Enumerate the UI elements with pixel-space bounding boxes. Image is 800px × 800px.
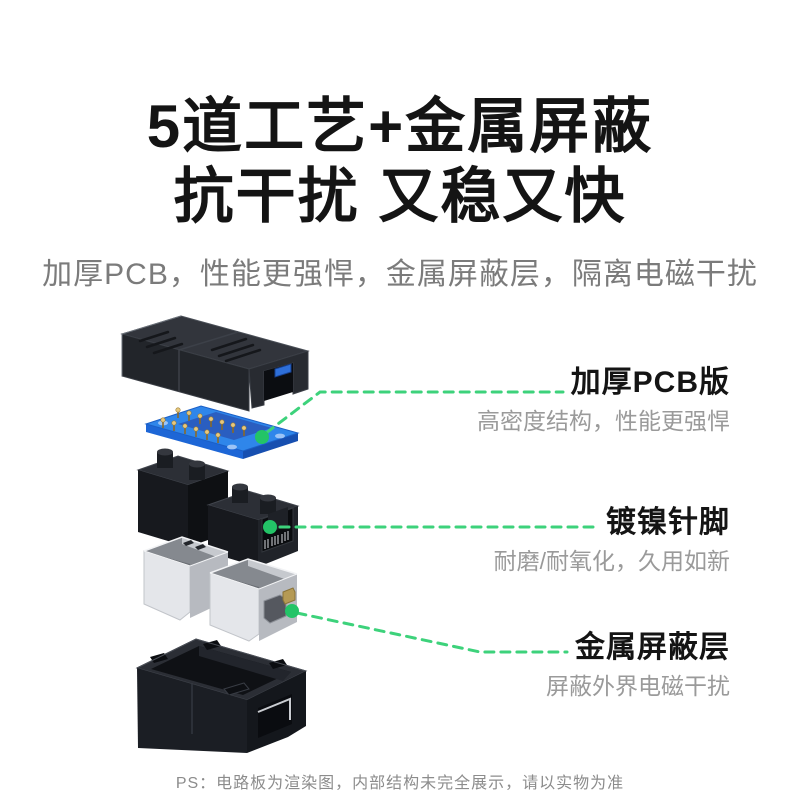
top-cover-illustration [120, 315, 310, 412]
annotation-shield-desc: 屏蔽外界电磁干扰 [546, 673, 730, 699]
annotation-shield: 金属屏蔽层 屏蔽外界电磁干扰 [546, 631, 730, 699]
shield-opening [263, 594, 287, 624]
bottom-shell-illustration [135, 638, 308, 753]
rj45-contact-pins [264, 531, 289, 549]
callout-dot-shield [285, 604, 299, 618]
callout-dot-pins [263, 520, 277, 534]
page-subtitle: 加厚PCB，性能更强悍，金属屏蔽层，隔离电磁干扰 [42, 258, 758, 291]
title-line-2: 抗干扰 又稳又快 [173, 163, 627, 230]
annotation-pcb-desc: 高密度结构，性能更强悍 [477, 408, 730, 434]
callout-lines [255, 390, 597, 654]
callout-line-shield [295, 611, 569, 654]
shell-slot [269, 659, 287, 669]
pcb-pins [160, 407, 247, 443]
pcb-board-illustration [144, 405, 300, 459]
footer-note: PS：电路板为渲染图，内部结构未完全展示，请以实物为准 [175, 775, 625, 792]
annotation-pins: 镀镍针脚 耐磨/耐氧化，久用如新 [494, 506, 730, 574]
cover-grooves [138, 330, 262, 363]
metal-shields-illustration [143, 536, 298, 642]
annotation-pcb-title: 加厚PCB版 [570, 366, 730, 399]
title-line-1: 5道工艺+金属屏蔽 [146, 93, 654, 160]
annotation-shield-title: 金属屏蔽层 [575, 631, 730, 664]
annotation-pins-desc: 耐磨/耐氧化，久用如新 [493, 548, 730, 574]
page-title: 5道工艺+金属屏蔽 抗干扰 又稳又快 [0, 92, 800, 232]
annotation-pcb: 加厚PCB版 高密度结构，性能更强悍 [477, 366, 730, 434]
annotation-pins-title: 镀镍针脚 [606, 506, 730, 539]
shell-slot [203, 640, 221, 650]
callout-dot-pcb [255, 430, 269, 444]
shell-channel [258, 694, 292, 738]
callout-line-pcb [264, 390, 565, 435]
